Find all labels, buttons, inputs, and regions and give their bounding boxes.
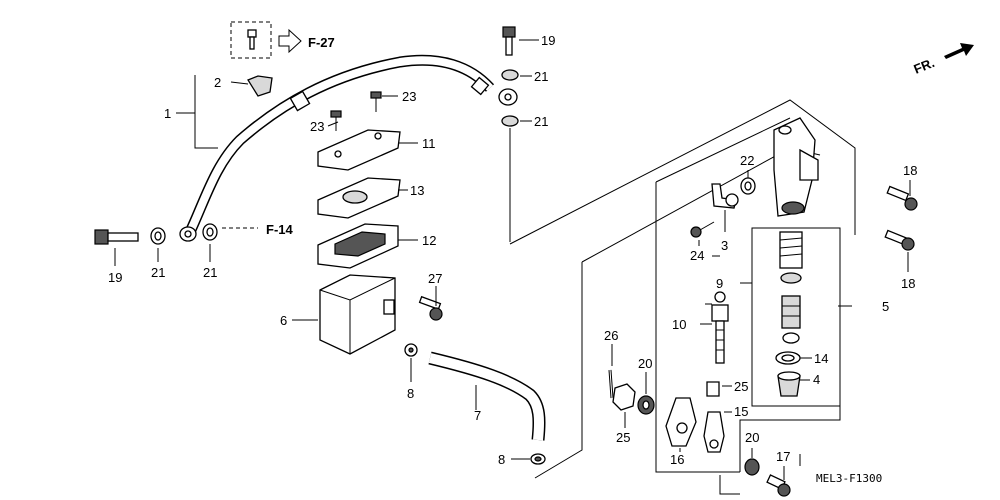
part-label-23a: 23 [402, 89, 416, 104]
part-label-7: 7 [474, 408, 481, 423]
part-label-19b: 19 [108, 270, 122, 285]
arrow-right-icon [278, 28, 302, 54]
reservoir-cap[interactable] [317, 129, 401, 171]
part-label-21b: 21 [534, 114, 548, 129]
reservoir-mount-bolt[interactable] [418, 295, 443, 321]
part-label-5: 5 [882, 299, 889, 314]
push-rod-clevis[interactable] [703, 411, 725, 453]
part-label-18b: 18 [901, 276, 915, 291]
part-label-4: 4 [813, 372, 820, 387]
sealing-washer-left[interactable] [150, 227, 166, 245]
part-label-16: 16 [670, 452, 684, 467]
hose-clip-lower[interactable] [530, 453, 546, 465]
joint-screw[interactable] [690, 221, 715, 238]
ref-f27-callout[interactable]: F-27 [230, 21, 335, 59]
master-cylinder-body[interactable] [773, 117, 819, 217]
part-label-21a: 21 [534, 69, 548, 84]
reservoir-hose[interactable] [428, 351, 546, 441]
reservoir-diaphragm[interactable] [317, 223, 399, 269]
part-label-14: 14 [814, 351, 828, 366]
part-label-26: 26 [604, 328, 618, 343]
part-label-8b: 8 [498, 452, 505, 467]
diaphragm-plate[interactable] [317, 177, 401, 219]
hose-clip-upper[interactable] [404, 343, 418, 357]
castle-nut[interactable] [612, 383, 636, 411]
banjo-bolt-lower[interactable] [94, 229, 139, 245]
part-label-2: 2 [214, 75, 221, 90]
piston-spring[interactable] [779, 231, 803, 284]
part-label-12: 12 [422, 233, 436, 248]
part-label-23b: 23 [310, 119, 324, 134]
part-label-18a: 18 [903, 163, 917, 178]
front-direction-indicator: FR. [912, 43, 974, 77]
lock-nut[interactable] [706, 381, 720, 397]
sealing-washer-right[interactable] [202, 223, 218, 241]
part-label-17: 17 [776, 449, 790, 464]
circlip[interactable] [775, 351, 801, 365]
ref-f27-label: F-27 [308, 35, 335, 50]
part-label-24: 24 [690, 248, 704, 263]
part-label-3: 3 [721, 238, 728, 253]
front-label: FR. [912, 55, 937, 77]
reservoir-cap-screw[interactable] [370, 91, 382, 112]
brake-rod-joint[interactable] [665, 397, 697, 447]
part-label-13: 13 [410, 183, 424, 198]
brake-hose[interactable] [179, 54, 518, 242]
part-label-25b: 25 [616, 430, 630, 445]
part-label-19a: 19 [541, 33, 555, 48]
diagram-code: MEL3-F1300 [816, 472, 882, 485]
part-label-27: 27 [428, 271, 442, 286]
part-label-9: 9 [716, 276, 723, 291]
banjo-bolt-upper[interactable] [502, 26, 516, 56]
ref-f14-label[interactable]: F-14 [266, 222, 294, 237]
o-ring[interactable] [740, 177, 756, 195]
washer-upper[interactable] [637, 395, 655, 415]
part-label-1: 1 [164, 106, 171, 121]
front-arrow-icon [944, 43, 974, 59]
part-label-21c: 21 [151, 265, 165, 280]
cotter-pin[interactable] [608, 369, 614, 399]
sealing-washer-lower[interactable] [501, 115, 519, 127]
part-label-21d: 21 [203, 265, 217, 280]
reservoir-tank[interactable] [319, 274, 396, 355]
master-cylinder-bolt-lower[interactable] [884, 229, 915, 251]
part-label-22: 22 [740, 153, 754, 168]
master-cylinder-bolt-upper[interactable] [886, 185, 918, 211]
part-label-25a: 25 [734, 379, 748, 394]
hose-clamp[interactable] [247, 75, 273, 97]
part-label-8a: 8 [407, 386, 414, 401]
hose-joint[interactable] [711, 183, 739, 209]
part-label-6: 6 [280, 313, 287, 328]
part-label-20a: 20 [638, 356, 652, 371]
washer-lower[interactable] [744, 458, 760, 476]
reservoir-cap-screw-2[interactable] [330, 110, 342, 131]
boot[interactable] [777, 371, 801, 397]
part-label-10: 10 [672, 317, 686, 332]
part-label-15: 15 [734, 404, 748, 419]
part-label-20b: 20 [745, 430, 759, 445]
push-rod[interactable] [711, 291, 729, 364]
piston[interactable] [781, 295, 801, 344]
part-label-11: 11 [422, 136, 436, 151]
pivot-bolt[interactable] [766, 474, 791, 497]
sealing-washer-upper[interactable] [501, 69, 519, 81]
